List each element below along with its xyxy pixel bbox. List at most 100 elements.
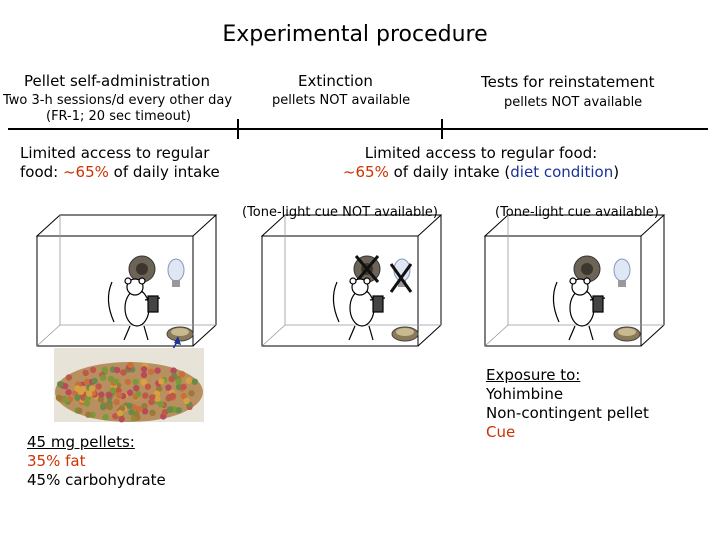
phase-self-admin-heading: Pellet self-administration [24, 72, 210, 90]
pellet-dot [113, 398, 120, 406]
phase-extinction-note: pellets NOT available [272, 93, 411, 108]
phase-reinstatement-note: pellets NOT available [504, 95, 643, 110]
pellet-dot [166, 406, 174, 413]
pellet-dot [86, 390, 93, 397]
pellet-dot [76, 407, 83, 414]
pellet-dot [116, 409, 124, 417]
food-tray-icon [166, 326, 194, 342]
rat-icon [332, 277, 386, 341]
pellet-dot [155, 385, 163, 392]
pellet-dot [178, 371, 186, 378]
pellet-dot [157, 401, 165, 408]
pellets-composition: 45 mg pellets: 35% fat 45% carbohydrate [27, 433, 166, 489]
rat-icon [107, 277, 161, 341]
pellet-dot [95, 383, 102, 390]
pellet-dot [74, 385, 81, 392]
food-restriction-left: Limited access to regular food: ~65% of … [20, 144, 220, 181]
pellet-dot [104, 402, 112, 410]
pellet-dot [112, 413, 119, 420]
pellet-dot [141, 408, 149, 415]
pellet-dot [175, 383, 183, 391]
pellet-dot [126, 402, 133, 409]
chamber-self-admin [35, 214, 218, 347]
pellet-dots [55, 361, 198, 423]
food-tray-icon [391, 326, 419, 342]
pellet-dot [120, 369, 127, 376]
pellet-dot [62, 396, 69, 404]
pellet-dot [140, 366, 148, 373]
pellet-dot [140, 378, 147, 385]
pellet-dot [55, 394, 63, 401]
pellet-dot [109, 387, 117, 394]
pellet-dot [82, 369, 89, 377]
exposure-list: Exposure to: Yohimbine Non-contingent pe… [486, 366, 649, 441]
pellet-dot [168, 375, 175, 383]
pellet-dot [158, 378, 165, 385]
pellet-dot [175, 378, 182, 385]
cue-available-label: (Tone-light cue available) [495, 205, 659, 220]
pellet-dot [101, 366, 109, 374]
rat-icon [552, 277, 606, 341]
pellet-dot [98, 391, 105, 398]
pellet-dot [144, 383, 152, 390]
pellet-dot [180, 383, 187, 390]
pellet-dot [91, 377, 98, 385]
pellet-dot [65, 389, 72, 396]
pellet-dot [133, 385, 140, 392]
cue-disabled-x-icon [354, 255, 413, 293]
pellet-dot [170, 367, 177, 374]
pellet-dot [142, 392, 149, 399]
pellet-dot [124, 378, 132, 385]
pellet-dot [113, 366, 121, 374]
pellet-dot [89, 366, 97, 374]
pellet-dot [128, 409, 135, 416]
lightbulb-icon [613, 258, 631, 287]
pellet-dot [166, 394, 173, 401]
pellet-dot [99, 403, 107, 411]
timeline-tick-extinction [237, 119, 239, 139]
pellet-dot [140, 371, 148, 379]
pellet-dot [149, 409, 156, 416]
food-tray-icon [613, 326, 641, 342]
pellet-dot [165, 384, 172, 391]
pellet-dot [183, 397, 190, 405]
pellet-dot [97, 396, 105, 403]
pellet-dot [102, 413, 109, 421]
pellet-dot [134, 390, 142, 398]
pellet-dot [126, 389, 134, 396]
pellet-dot [118, 416, 125, 423]
pellet-dot [188, 390, 195, 397]
exposure-item: Yohimbine [486, 385, 564, 403]
pellet-dot [127, 361, 134, 369]
food-restriction-right: Limited access to regular food: ~65% of … [342, 144, 620, 181]
exposure-item-cue: Cue [486, 423, 516, 441]
pellet-dot [83, 378, 91, 386]
pellet-dot [175, 407, 182, 414]
phase-extinction-heading: Extinction [298, 72, 373, 90]
pellet-dot [180, 392, 187, 400]
pellet-dot [161, 409, 169, 416]
phase-self-admin-ratio: (FR-1; 20 sec timeout) [46, 109, 191, 124]
pellet-dot [154, 367, 161, 374]
chamber-reinstatement [483, 214, 666, 347]
pellet-dot [154, 395, 161, 402]
pellet-dot [57, 381, 64, 388]
pellet-dot [115, 387, 122, 394]
page-title: Experimental procedure [222, 22, 488, 47]
pellet-dot [83, 400, 91, 407]
pellet-dot [88, 385, 96, 392]
pellet-dot [185, 377, 193, 384]
pellet-dot [191, 378, 198, 385]
pellet-dot [148, 394, 156, 401]
pellet-dot [135, 405, 142, 413]
exposure-item: Non-contingent pellet [486, 404, 649, 422]
pellet-dot [85, 411, 92, 418]
phase-self-admin-schedule: Two 3-h sessions/d every other day [3, 93, 233, 108]
pellet-dot [132, 378, 139, 386]
pellet-dot [133, 410, 140, 418]
pellet-dot [112, 378, 120, 385]
timeline-tick-reinstatement [441, 119, 443, 139]
pellet-dot [141, 403, 148, 410]
pellet-dot [65, 374, 73, 381]
